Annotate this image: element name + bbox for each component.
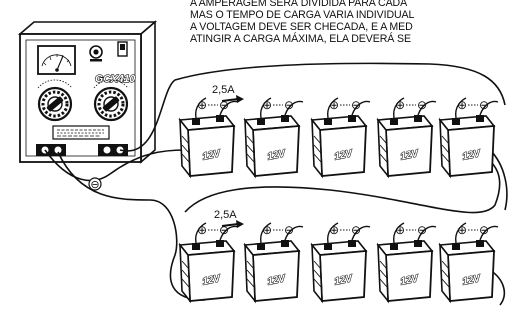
- positive-terminal-symbol: ⊕: [395, 223, 405, 237]
- instruction-line-4: ATINGIR A CARGA MÁXIMA, ELA DEVERÁ SE: [190, 33, 411, 45]
- positive-terminal-symbol: ⊕: [395, 98, 405, 112]
- info-plate: [52, 125, 110, 140]
- positive-terminal-symbol: ⊕: [457, 98, 467, 112]
- negative-terminal-symbol: ⊖: [479, 223, 489, 237]
- series-link-cable: [184, 149, 501, 214]
- negative-terminal-symbol: ⊖: [219, 223, 229, 237]
- battery-2-2: 12V ⊕ ⊖: [243, 222, 304, 304]
- negative-terminal-symbol: ⊖: [284, 98, 294, 112]
- charger-negative-symbol: ⊖: [90, 179, 99, 191]
- pilot-knob-icon: [89, 45, 103, 62]
- battery-label: 12V: [201, 148, 222, 163]
- current-arrow-icon: [221, 95, 244, 103]
- negative-terminal-symbol: ⊖: [219, 98, 229, 112]
- battery-1-1: 12V ⊕ ⊖: [178, 97, 239, 179]
- battery-label: 12V: [461, 148, 482, 163]
- current-label-top: 2,5A: [212, 84, 235, 96]
- negative-terminal-symbol: ⊖: [284, 223, 294, 237]
- instruction-line-1: A AMPERAGEM SERÁ DIVIDIDA PARA CADA: [190, 0, 408, 9]
- positive-terminal-symbol: ⊕: [262, 98, 272, 112]
- battery-2-4: 12V ⊕ ⊖: [376, 222, 437, 304]
- battery-2-5: 12V ⊕ ⊖: [438, 222, 499, 304]
- battery-label: 12V: [201, 273, 222, 288]
- battery-label: 12V: [266, 273, 287, 288]
- negative-terminal-symbol: ⊖: [417, 223, 427, 237]
- battery-label: 12V: [333, 148, 354, 163]
- instruction-line-3: A VOLTAGEM DEVE SER CHECADA, E A MED: [190, 21, 413, 33]
- battery-label: 12V: [266, 148, 287, 163]
- top-right-lead: [489, 149, 508, 211]
- positive-terminal-symbol: ⊕: [329, 223, 339, 237]
- battery-1-5: 12V ⊕ ⊖: [438, 97, 499, 179]
- negative-cable-top: [44, 149, 186, 182]
- battery-1-4: 12V ⊕ ⊖: [376, 97, 437, 179]
- positive-terminal-symbol: ⊕: [197, 223, 207, 237]
- positive-cable: [119, 62, 506, 152]
- positive-terminal-symbol: ⊕: [197, 98, 207, 112]
- charging-cables: [44, 62, 508, 306]
- battery-2-3: 12V ⊕ ⊖: [310, 222, 371, 304]
- negative-cable-bottom: [57, 151, 206, 301]
- negative-terminal-symbol: ⊖: [351, 223, 361, 237]
- battery-1-2: 12V ⊕ ⊖: [243, 97, 304, 179]
- charger-model-label: GCX410: [95, 73, 135, 85]
- battery-label: 12V: [399, 148, 420, 163]
- battery-charger: GCX410: [17, 20, 158, 164]
- negative-terminal-symbol: ⊖: [351, 98, 361, 112]
- current-label-bottom: 2,5A: [214, 209, 237, 221]
- positive-terminal-symbol: ⊕: [457, 223, 467, 237]
- battery-label: 12V: [399, 273, 420, 288]
- ammeter-gauge: [37, 45, 76, 75]
- battery-label: 12V: [333, 273, 354, 288]
- battery-2-1: 12V ⊕ ⊖: [178, 222, 239, 304]
- current-dial-icon: [93, 79, 129, 122]
- positive-terminal-symbol: ⊕: [262, 223, 272, 237]
- battery-bank: 12V ⊕ ⊖ 12V ⊕ ⊖ 12V ⊕ ⊖ 12V ⊕ ⊖ 12V ⊕ ⊖ 12V ⊕ ⊖ 12V ⊕ ⊖ 12V ⊕ ⊖…: [178, 97, 499, 304]
- power-switch: [117, 41, 128, 57]
- positive-terminal-symbol: ⊕: [329, 98, 339, 112]
- battery-1-3: 12V ⊕ ⊖: [310, 97, 371, 179]
- instruction-line-2: MAS O TEMPO DE CARGA VARIA INDIVIDUAL: [190, 9, 415, 21]
- charger-negative-marker: [88, 177, 102, 191]
- current-arrow-icon: [221, 220, 244, 228]
- negative-terminal-symbol: ⊖: [479, 98, 489, 112]
- voltage-dial-icon: [37, 79, 73, 122]
- negative-terminal-symbol: ⊖: [417, 98, 427, 112]
- battery-label: 12V: [461, 273, 482, 288]
